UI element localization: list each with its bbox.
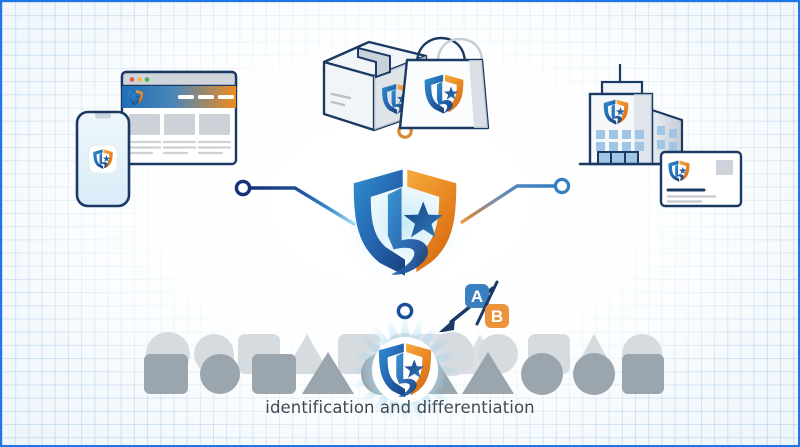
phone-notch [95, 112, 111, 119]
card-photo-placeholder [716, 160, 733, 175]
ab-test-badge[interactable]: A B [427, 280, 531, 342]
connector-right [460, 177, 571, 224]
ab-badge-b: B [485, 304, 509, 328]
products-group [322, 36, 490, 132]
card-text-lines [666, 195, 717, 203]
highlighted-logo [351, 316, 459, 424]
browser-close-dot [129, 77, 135, 82]
annex-windows [657, 126, 677, 151]
ab-badge-b-label: B [491, 307, 503, 326]
shopping-bag [398, 36, 490, 130]
connector-left [234, 179, 356, 226]
ab-badge-a-label: A [471, 287, 483, 306]
browser-minimize-dot [137, 77, 142, 82]
caption-text: identification and differentiation [265, 398, 535, 417]
business-card [659, 150, 743, 208]
ab-badge-a: A [465, 284, 489, 308]
browser-content-cards [127, 114, 232, 155]
building-entrance [597, 151, 639, 165]
browser-window[interactable] [120, 70, 240, 168]
center-logo [337, 161, 473, 285]
building-windows [596, 130, 644, 151]
browser-menu-items [178, 95, 234, 99]
ab-badge-separator [475, 280, 499, 326]
smartphone[interactable] [75, 110, 131, 208]
browser-maximize-dot [144, 77, 150, 82]
